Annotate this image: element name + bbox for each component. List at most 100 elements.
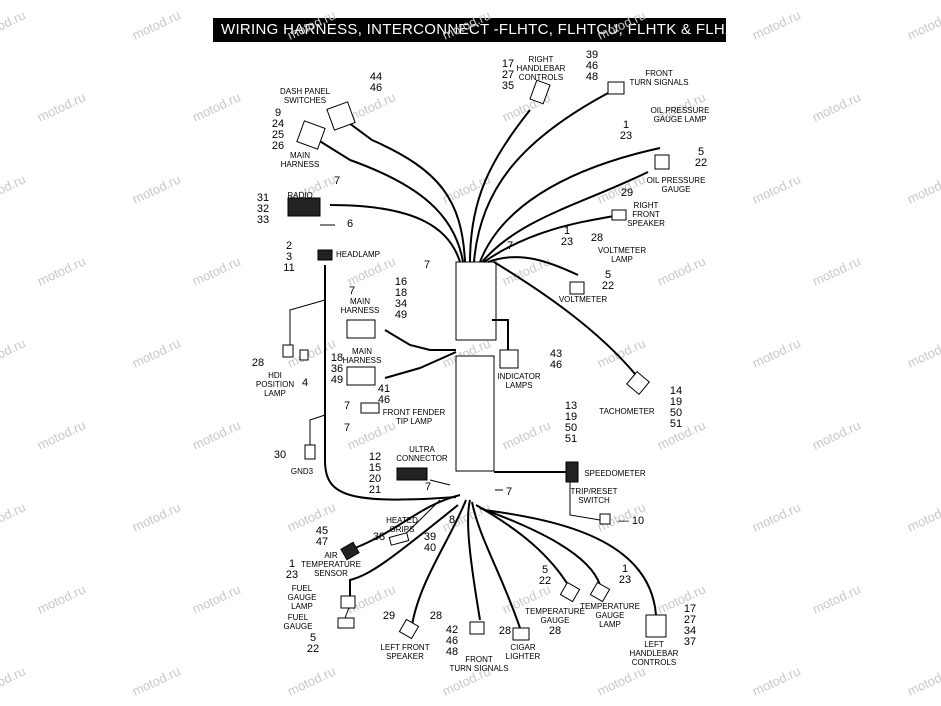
wire-front-turn-top <box>473 91 611 263</box>
label-hdi-position-lamp-2: LAMP <box>264 389 286 398</box>
label-main-harness-mid-0: MAIN <box>350 297 370 306</box>
callout-right-speaker-1: 28 <box>591 232 603 244</box>
cigar-lighter-connector <box>512 627 530 641</box>
wire-right-speaker <box>483 215 615 263</box>
lower-harness-bundle <box>455 355 495 472</box>
watermark-text: motod.ru <box>655 581 708 616</box>
callout-ultra-clip: 7 <box>425 481 431 493</box>
watermark-text: motod.ru <box>345 417 398 452</box>
callout-left-handlebar-3: 37 <box>684 636 696 648</box>
callout-main-harness-mid-0: 16 <box>395 276 407 288</box>
label-fuel-gauge-lamp-0: FUEL <box>292 584 313 593</box>
watermark-layer: motod.ru motod.ru motod.ru motod.ru motod.ru… <box>0 7 941 698</box>
callout-indicator-0: 43 <box>550 348 562 360</box>
callout-main-harness-top-3: 26 <box>272 140 284 152</box>
label-ultra-connector-1: CONNECTOR <box>396 454 448 463</box>
callout-air-temp-0: 45 <box>316 525 328 537</box>
callout-volt-lamp-1: 23 <box>561 236 573 248</box>
callout-hdi-1: 4 <box>302 377 308 389</box>
label-left-front-speaker-0: LEFT FRONT <box>380 643 429 652</box>
callout-left-speaker-0: 29 <box>383 610 395 622</box>
watermark-text: motod.ru <box>130 171 183 206</box>
label-front-turn-signals-bottom-0: FRONT <box>465 655 493 664</box>
watermark-text: motod.ru <box>285 663 338 698</box>
label-left-front-speaker-1: SPEAKER <box>386 652 424 661</box>
watermark-text: motod.ru <box>0 499 28 534</box>
label-gnd3: GND3 <box>291 467 314 476</box>
wire-trip-reset <box>569 478 601 521</box>
callout-fuel-gauge-1: 22 <box>307 643 319 655</box>
headlamp-connector <box>317 249 333 261</box>
label-oil-pressure-gauge-0: OIL PRESSURE <box>647 176 706 185</box>
wire-temp-gauge <box>475 504 571 589</box>
watermark-text: motod.ru <box>130 7 183 42</box>
wire-voltmeter <box>487 256 579 276</box>
label-left-handlebar-controls-1: HANDLEBAR <box>630 649 679 658</box>
callout-trip-reset: — 10 <box>618 515 644 527</box>
air-temp-connector <box>340 541 360 561</box>
tachometer-connector <box>626 371 650 395</box>
callout-main-harness-low-1: 36 <box>331 363 343 375</box>
label-speedometer: SPEEDOMETER <box>584 469 646 478</box>
callout-fuel-lamp-0: 1 <box>289 558 295 570</box>
watermark-text: motod.ru <box>0 663 28 698</box>
callout-front-turn-bottom-1: 46 <box>446 635 458 647</box>
callout-indicator-1: 46 <box>550 359 562 371</box>
callout-speedometer-2: 50 <box>565 422 577 434</box>
watermark-text: motod.ru <box>750 335 803 370</box>
main-harness-low-connector <box>346 366 376 386</box>
callout-right-handlebar-2: 35 <box>502 80 514 92</box>
wire-dash-panel <box>344 119 466 263</box>
callout-temp-gauge-0: 5 <box>542 564 548 576</box>
callout-headlamp-0: 2 <box>286 240 292 252</box>
watermark-text: motod.ru <box>750 663 803 698</box>
label-temperature-gauge-lamp-2: LAMP <box>599 620 621 629</box>
main-harness-top-connector <box>296 120 326 150</box>
watermark-text: motod.ru <box>285 7 338 42</box>
label-headlamp: HEADLAMP <box>336 250 380 259</box>
callout-harness-clip-left: 7 <box>424 259 430 271</box>
watermark-text: motod.ru <box>810 417 863 452</box>
watermark-text: motod.ru <box>905 499 941 534</box>
ultra-clip-leader <box>429 479 451 486</box>
callout-air-temp-1: 47 <box>316 536 328 548</box>
label-trip-reset-switch-0: TRIP/RESET <box>570 487 617 496</box>
watermark-text: motod.ru <box>285 499 338 534</box>
watermark-text: motod.ru <box>35 581 88 616</box>
label-hdi-position-lamp-0: HDI <box>268 371 282 380</box>
wire-right-handlebar <box>469 109 531 263</box>
watermark-text: motod.ru <box>810 581 863 616</box>
callout-fuel-lamp-1: 23 <box>286 569 298 581</box>
hdi-bulb <box>299 349 309 361</box>
label-heated-grips-1: GRIPS <box>390 525 415 534</box>
diagram-title: WIRING HARNESS, INTERCONNECT -FLHTC, FLH… <box>221 21 736 38</box>
callout-tachometer-2: 50 <box>670 407 682 419</box>
label-radio: RADIO <box>287 191 312 200</box>
callout-ultra-0: 12 <box>369 451 381 463</box>
watermark-text: motod.ru <box>0 7 28 42</box>
label-oil-pressure-gauge-lamp-1: GAUGE LAMP <box>654 115 707 124</box>
watermark-text: motod.ru <box>595 7 648 42</box>
front-turn-bottom-connector <box>469 621 485 635</box>
watermark-text: motod.ru <box>130 499 183 534</box>
callout-main-harness-mid-3: 49 <box>395 309 407 321</box>
watermark-text: motod.ru <box>190 89 243 124</box>
callout-speedometer-1: 19 <box>565 411 577 423</box>
label-ultra-connector-0: ULTRA <box>409 445 435 454</box>
callout-temp-lamp-1: 23 <box>619 574 631 586</box>
callout-radio-clamp: 7 <box>334 175 340 187</box>
callout-cigar: 28 <box>499 625 511 637</box>
watermark-text: motod.ru <box>130 663 183 698</box>
label-cigar-lighter-0: CIGAR <box>510 643 536 652</box>
wire-oil-pressure <box>481 171 649 263</box>
left-handlebar-connector <box>645 614 667 638</box>
wire-radio <box>329 204 461 263</box>
callout-clip-near-headlamp: 7 <box>349 285 355 297</box>
fuel-gauge-lamp-connector <box>340 595 356 609</box>
callout-ultra-2: 20 <box>369 473 381 485</box>
callout-heated-grips-1: 40 <box>424 542 436 554</box>
wire-fuel-gauge-lamp <box>349 504 459 605</box>
label-front-turn-signals-bottom-1: TURN SIGNALS <box>449 664 508 673</box>
callout-right-speaker-0: 29 <box>621 187 633 199</box>
